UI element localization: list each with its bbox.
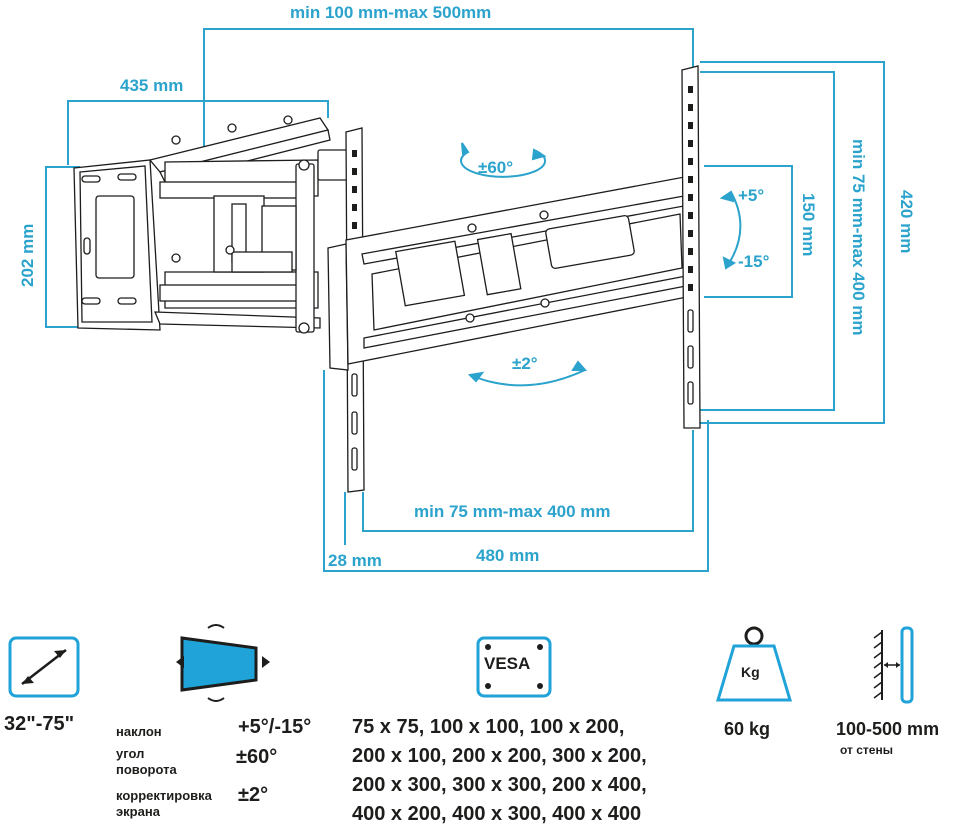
swivel-value: ±60° <box>236 746 278 768</box>
weight-icon <box>715 626 793 702</box>
screen-size-value: 32"-75" <box>4 713 75 735</box>
top-span-label: min 100 mm-max 500mm <box>290 3 492 22</box>
level-value: ±2° <box>238 784 269 806</box>
lower-arm <box>154 311 321 329</box>
tilt-box-line <box>704 165 793 298</box>
total-height-label: 420 mm <box>897 190 916 254</box>
vesa-icon-text: VESA <box>484 654 531 673</box>
depth-label: 28 mm <box>328 551 382 570</box>
vesa-icon <box>476 636 552 698</box>
tilt-label: наклон <box>116 724 162 739</box>
total-width-label: 480 mm <box>476 546 540 565</box>
vesa-vertical-line <box>700 71 835 411</box>
vesa-vertical-label: min 75 mm-max 400 mm <box>849 139 868 336</box>
vesa-line-1: 75 x 75, 100 x 100, 100 x 200, <box>352 716 625 738</box>
swivel-angle-label: ±60° <box>478 158 514 177</box>
swivel-label-line1: угол <box>116 746 145 761</box>
rotation-arrow <box>469 369 586 387</box>
vesa-line-4: 400 x 200, 400 x 300, 400 x 400 <box>352 803 642 825</box>
tilt-box-label: 150 mm <box>799 193 818 257</box>
rotation-angle-label: ±2° <box>512 354 538 373</box>
arm-length-label: 435 mm <box>120 76 184 95</box>
tilt-down-label: -15° <box>738 252 770 271</box>
vesa-line-3: 200 x 300, 300 x 300, 200 x 400, <box>352 774 647 796</box>
vesa-horizontal-label: min 75 mm-max 400 mm <box>414 502 611 521</box>
wall-plate-line <box>45 166 80 328</box>
tilt-value: +5°/-15° <box>238 716 312 738</box>
tilt-swivel-icon <box>176 624 270 702</box>
weight-icon-text: Kg <box>741 664 760 680</box>
mount-drawing <box>73 65 701 493</box>
swivel-label-line2: поворота <box>116 762 177 777</box>
wall-distance-value: 100-500 mm <box>836 719 940 739</box>
wall-distance-caption: от стены <box>840 743 893 757</box>
level-label-line1: корректировка <box>116 788 212 803</box>
total-height-line <box>700 61 885 424</box>
screen-size-icon <box>8 636 80 698</box>
dimension-lines <box>45 28 885 572</box>
arm-length-line <box>67 100 329 165</box>
top-span-line <box>203 28 694 160</box>
vesa-horizontal-line <box>362 430 694 532</box>
tilt-up-label: +5° <box>738 186 765 205</box>
swivel-arrow <box>460 149 547 178</box>
level-label-line2: экрана <box>116 804 160 819</box>
wall-plate-label: 202 mm <box>18 223 37 287</box>
vesa-line-2: 200 x 100, 200 x 200, 300 x 200, <box>352 745 647 767</box>
elbow-hinge <box>295 163 315 333</box>
right-rail <box>681 65 701 429</box>
wall-distance-icon <box>873 626 914 704</box>
max-load-value: 60 kg <box>724 719 771 739</box>
total-width-line <box>323 370 709 572</box>
rotation-arrows <box>460 142 742 387</box>
